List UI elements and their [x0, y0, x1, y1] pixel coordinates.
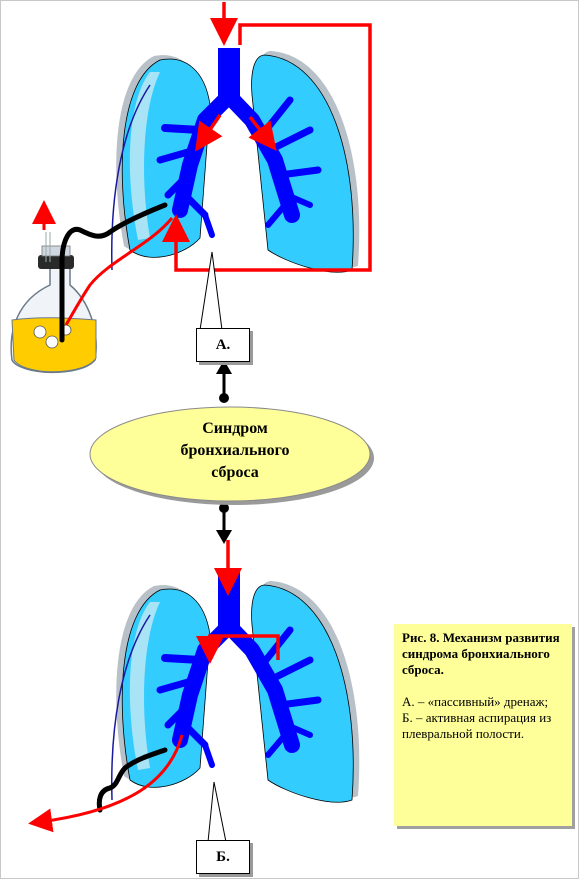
flow-circuit-top [162, 23, 372, 272]
syndrome-label-line-3: сброса [211, 464, 259, 481]
drain-tube-bottom [96, 747, 168, 813]
caption-line-a: А. – «пассивный» дренаж; [402, 694, 549, 709]
lungs-top [111, 2, 372, 273]
lung-right-bottom [251, 584, 354, 803]
flow-arrow-left-bronchus [195, 114, 223, 152]
drainage-jar [10, 245, 97, 374]
callout-a-pointer [199, 251, 223, 331]
syndrome-label: Синдром бронхиального сброса [120, 418, 350, 484]
connector-top [216, 360, 232, 403]
syndrome-label-line-1: Синдром [202, 420, 268, 437]
flow-arrow-right-bronchus [248, 115, 277, 152]
syndrome-label-line-2: бронхиального [180, 442, 290, 459]
connector-bottom [216, 503, 232, 544]
flow-bar-bottom [196, 634, 280, 664]
syndrome-ellipse [89, 406, 371, 502]
label-a: А. [196, 328, 250, 362]
drain-tube-top [59, 202, 168, 343]
figure-caption: Рис. 8. Механизм развития синдрома бронх… [394, 624, 572, 826]
callout-b-pointer [207, 781, 227, 843]
flow-arrow-suction [28, 734, 184, 833]
caption-line-b: Б. – активная аспирация из плевральной п… [402, 710, 552, 741]
flow-line-to-jar [64, 217, 174, 326]
caption-title: Рис. 8. Механизм развития синдрома бронх… [402, 630, 560, 677]
lung-right-top [251, 54, 354, 273]
lungs-bottom [111, 540, 360, 803]
label-b: Б. [196, 840, 250, 874]
